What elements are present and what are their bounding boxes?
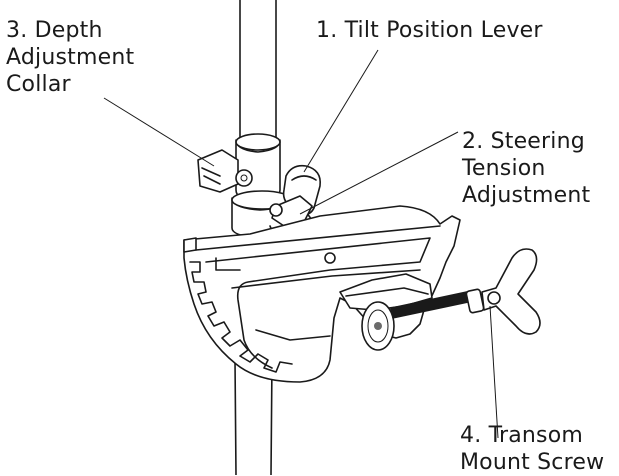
depth-collar-part: [197, 133, 281, 203]
leader-tilt-lever: [303, 49, 379, 173]
label-depth-collar: 3. Depth Adjustment Collar: [6, 17, 134, 98]
label-line: Adjustment: [462, 183, 591, 208]
bracket-body: [183, 205, 461, 383]
label-tilt-lever: 1. Tilt Position Lever: [316, 17, 543, 44]
label-line: Mount Screw: [460, 450, 605, 475]
label-line: Adjustment: [6, 45, 135, 70]
leader-lines: [103, 49, 499, 439]
leader-steering-tension: [299, 131, 459, 215]
label-line: 4. Transom: [460, 423, 584, 448]
label-line: 2. Steering: [462, 129, 585, 154]
label-line: Tension: [462, 156, 546, 181]
leader-transom-screw: [489, 305, 499, 439]
label-line: Collar: [6, 72, 71, 97]
label-line: 1. Tilt Position Lever: [316, 18, 543, 43]
label-line: 3. Depth: [6, 18, 103, 43]
transom-screw-part: [339, 248, 541, 351]
label-transom-screw: 4. Transom Mount Screw: [460, 422, 604, 476]
label-steering-tension: 2. Steering Tension Adjustment: [462, 128, 590, 209]
leader-depth-collar: [103, 97, 215, 167]
